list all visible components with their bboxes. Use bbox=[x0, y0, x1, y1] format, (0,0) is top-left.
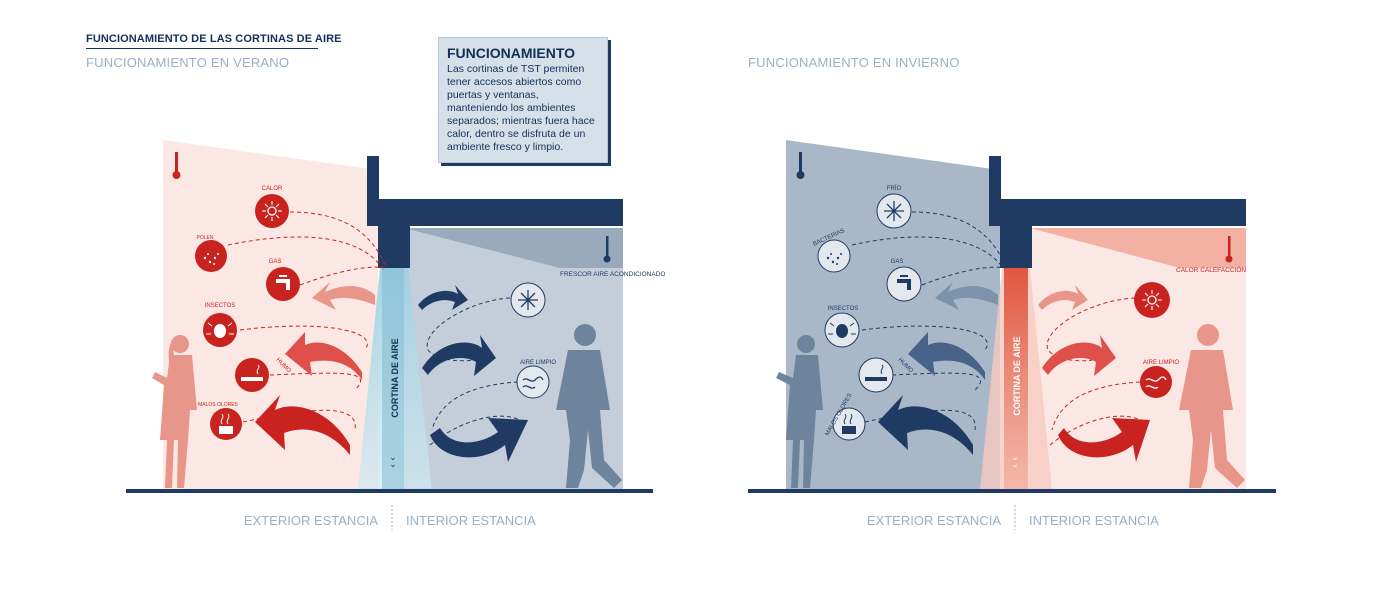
summer-item-gas: GAS bbox=[266, 259, 300, 301]
svg-text:INSECTOS: INSECTOS bbox=[828, 306, 859, 312]
thermometer-icon bbox=[603, 236, 611, 263]
winter-curtain-label: CORTINA DE AIRE bbox=[1012, 336, 1022, 415]
person-icon bbox=[152, 335, 197, 488]
cigarette-icon bbox=[865, 364, 887, 381]
insect-icon bbox=[828, 322, 856, 338]
person-icon bbox=[556, 324, 622, 488]
summer-item-aire-limpio: AIRE LIMPIO bbox=[516, 360, 556, 399]
winter-item-bacterias: BACTERIAS bbox=[812, 228, 851, 273]
winter-item-gas: GAS bbox=[886, 259, 922, 302]
gas-tap-icon bbox=[276, 275, 290, 290]
winter-item-calor-calefaccion: CALOR CALEFACCIÓN bbox=[1134, 265, 1246, 318]
info-box-title: FUNCIONAMIENTO bbox=[447, 45, 576, 61]
summer-exterior-zone bbox=[163, 140, 378, 490]
winter-repel-arrow bbox=[935, 282, 998, 310]
svg-text:FRESCOR AIRE ACONDICIONADO: FRESCOR AIRE ACONDICIONADO bbox=[560, 271, 665, 278]
title-underline bbox=[86, 48, 318, 49]
svg-text:AIRE LIMPIO: AIRE LIMPIO bbox=[1143, 360, 1179, 366]
sun-icon bbox=[1142, 290, 1162, 310]
svg-text:POLEN: POLEN bbox=[197, 235, 214, 241]
summer-repel-arrow bbox=[255, 395, 350, 455]
odor-icon bbox=[219, 413, 233, 434]
summer-exterior-label: EXTERIOR ESTANCIA bbox=[244, 513, 378, 528]
snowflake-icon bbox=[518, 290, 538, 310]
thermometer-icon bbox=[796, 152, 805, 179]
winter-item-frio: FRÍO bbox=[876, 185, 912, 229]
winter-exterior-zone bbox=[786, 140, 1000, 490]
winter-item-aire-limpio: AIRE LIMPIO bbox=[1140, 360, 1179, 398]
winter-repel-arrow bbox=[908, 332, 985, 380]
svg-text:CALOR: CALOR bbox=[262, 186, 283, 192]
winter-section-label: FUNCIONAMIENTO EN INVIERNO bbox=[748, 55, 960, 70]
winter-diagram: CORTINA DE AIRE ⌄ ⌄ FRÍO bbox=[748, 140, 1276, 530]
insect-icon bbox=[206, 322, 234, 338]
summer-curtain-label: CORTINA DE AIRE bbox=[390, 338, 400, 417]
bacteria-icon bbox=[826, 253, 842, 265]
winter-exterior-label: EXTERIOR ESTANCIA bbox=[867, 513, 1001, 528]
cigarette-icon bbox=[241, 364, 263, 381]
info-box: FUNCIONAMIENTO Las cortinas de TST permi… bbox=[438, 37, 608, 163]
person-icon bbox=[1179, 324, 1245, 488]
winter-item-insectos: INSECTOS bbox=[824, 306, 860, 348]
svg-text:⌄: ⌄ bbox=[1011, 459, 1019, 469]
winter-flow-arrow bbox=[1038, 285, 1088, 310]
summer-interior-label: INTERIOR ESTANCIA bbox=[406, 513, 536, 528]
summer-item-frescor: FRESCOR AIRE ACONDICIONADO bbox=[510, 271, 665, 318]
summer-repel-arrow bbox=[312, 282, 375, 310]
summer-floor bbox=[126, 489, 653, 493]
svg-text:GAS: GAS bbox=[891, 259, 904, 265]
summer-item-polen: POLEN bbox=[195, 235, 227, 272]
winter-flow-arrow bbox=[1042, 335, 1116, 376]
svg-text:INSECTOS: INSECTOS bbox=[205, 303, 236, 309]
winter-chevron-icon: ⌄ bbox=[1011, 452, 1019, 462]
thermometer-icon bbox=[172, 152, 181, 179]
svg-text:⌄: ⌄ bbox=[389, 459, 397, 469]
summer-contaminant-flows bbox=[227, 211, 386, 431]
info-box-text: Las cortinas de TST permiten tener acces… bbox=[447, 63, 595, 153]
snowflake-icon bbox=[884, 201, 904, 221]
gas-tap-icon bbox=[897, 275, 911, 290]
svg-text:GAS: GAS bbox=[269, 259, 282, 265]
summer-diagram: CORTINA DE AIRE ⌄ ⌄ bbox=[126, 140, 665, 530]
summer-chevron-icon: ⌄ bbox=[389, 452, 397, 462]
winter-roof bbox=[989, 199, 1246, 226]
summer-repel-arrow bbox=[285, 332, 362, 380]
thermometer-icon bbox=[1225, 236, 1233, 263]
svg-text:AIRE LIMPIO: AIRE LIMPIO bbox=[520, 360, 556, 366]
page-title: FUNCIONAMIENTO DE LAS CORTINAS DE AIRE bbox=[86, 33, 342, 45]
summer-roof bbox=[367, 199, 623, 226]
summer-flow-arrow bbox=[422, 335, 496, 376]
person-icon bbox=[776, 335, 823, 488]
clean-air-icon bbox=[522, 376, 544, 389]
winter-repel-arrow bbox=[878, 395, 973, 455]
clean-air-icon bbox=[1145, 376, 1167, 389]
summer-flow-arrow bbox=[418, 285, 468, 310]
summer-item-calor: CALOR bbox=[255, 186, 289, 228]
winter-floor bbox=[748, 489, 1276, 493]
svg-text:FRÍO: FRÍO bbox=[887, 185, 902, 192]
winter-contaminant-flows bbox=[851, 211, 1006, 431]
winter-flow-arrow bbox=[1058, 418, 1150, 462]
svg-text:MALOS OLORES: MALOS OLORES bbox=[198, 402, 238, 408]
svg-text:CALOR CALEFACCIÓN: CALOR CALEFACCIÓN bbox=[1176, 265, 1246, 274]
summer-curtain-unit bbox=[378, 226, 410, 268]
summer-item-malos-olores: MALOS OLORES bbox=[198, 402, 242, 440]
summer-item-insectos: INSECTOS bbox=[203, 303, 237, 347]
pollen-icon bbox=[203, 253, 219, 265]
summer-flow-arrow bbox=[430, 418, 528, 462]
odor-icon bbox=[842, 413, 856, 434]
sun-icon bbox=[262, 201, 282, 221]
winter-interior-label: INTERIOR ESTANCIA bbox=[1029, 513, 1159, 528]
winter-curtain-unit bbox=[1000, 226, 1032, 268]
winter-item-humo: HUMO bbox=[858, 357, 914, 393]
summer-section-label: FUNCIONAMIENTO EN VERANO bbox=[86, 55, 290, 70]
